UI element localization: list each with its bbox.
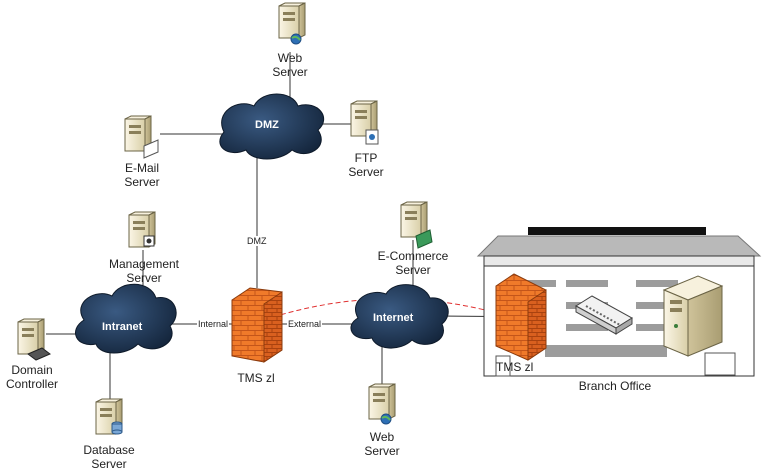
intranet-cloud — [75, 283, 177, 354]
ecommerce-server-line1: E-Commerce — [377, 249, 449, 263]
web-server-bottom-label: Web Server — [354, 430, 410, 458]
tms-main-label: TMS zl — [237, 371, 275, 385]
intranet-cloud-label: Intranet — [102, 321, 143, 333]
database-server-icon — [95, 398, 123, 435]
management-server-label: Management Server — [100, 257, 188, 285]
dmz-cloud — [219, 93, 325, 160]
firewall-branch-icon — [495, 273, 547, 361]
management-server-line1: Management — [108, 257, 180, 271]
web-server-top-line2: Server — [272, 65, 308, 79]
tms-branch-label: TMS zl — [496, 360, 534, 374]
web-server-top-label: Web Server — [262, 51, 318, 79]
domain-controller-line1: Domain — [11, 363, 53, 377]
ecommerce-server-label: E-Commerce Server — [368, 249, 458, 277]
internet-cloud-label: Internet — [373, 312, 414, 324]
ftp-server-line1: FTP — [354, 151, 378, 165]
switch-icon — [575, 295, 633, 335]
external-link-label: External — [287, 319, 323, 329]
web-server-bottom-line1: Web — [369, 430, 395, 444]
email-server-line1: E-Mail — [124, 161, 159, 175]
domain-controller-line2: Controller — [5, 377, 59, 391]
internal-link-label: Internal — [197, 319, 230, 329]
email-server-icon — [124, 115, 159, 159]
domain-controller-icon — [17, 318, 51, 361]
dmz-cloud-label: DMZ — [255, 119, 279, 131]
email-server-line2: Server — [124, 175, 160, 189]
ecommerce-server-line2: Server — [395, 263, 431, 277]
email-server-label: E-Mail Server — [110, 161, 174, 189]
dmz-link-label: DMZ — [246, 236, 268, 246]
internet-cloud — [350, 284, 449, 349]
database-server-line1: Database — [83, 443, 135, 457]
ftp-server-label: FTP Server — [338, 151, 394, 179]
ecommerce-server-icon — [400, 201, 433, 249]
database-server-line2: Server — [91, 457, 127, 471]
management-server-icon — [128, 211, 156, 248]
ftp-server-icon — [350, 100, 379, 145]
branch-office-label: Branch Office — [578, 379, 652, 393]
web-server-bottom-icon — [368, 383, 396, 425]
ftp-server-line2: Server — [348, 165, 384, 179]
database-server-label: Database Server — [74, 443, 144, 471]
web-server-top-icon — [278, 2, 306, 45]
web-server-top-line1: Web — [277, 51, 303, 65]
management-server-line2: Server — [126, 271, 162, 285]
web-server-bottom-line2: Server — [364, 444, 400, 458]
branch-server-icon — [662, 275, 724, 357]
firewall-main-icon — [231, 287, 283, 363]
domain-controller-label: Domain Controller — [0, 363, 64, 391]
